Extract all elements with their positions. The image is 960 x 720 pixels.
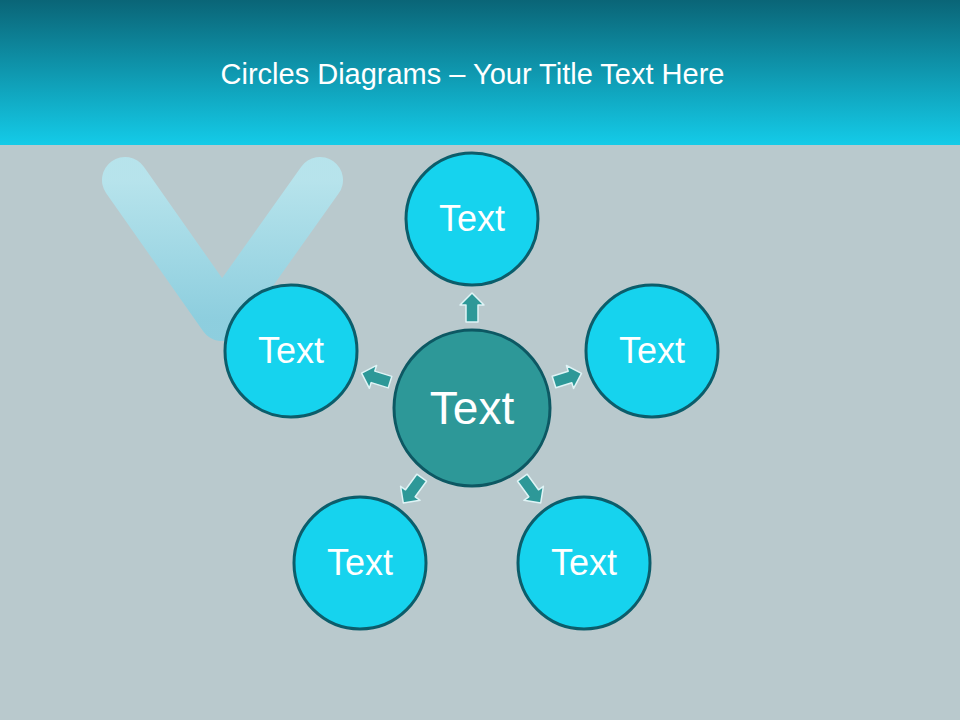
outer-circle: Text — [292, 495, 428, 631]
node-label: Text — [439, 198, 505, 239]
text-wrap: Text — [551, 542, 617, 583]
block-arrow — [552, 366, 581, 389]
circle-shape — [406, 153, 538, 285]
node-label: Text — [430, 382, 514, 435]
ground — [0, 145, 960, 720]
node-label: Text — [619, 330, 685, 371]
node-label: Text — [258, 330, 324, 371]
header-bar — [0, 0, 960, 145]
text-wrap: Text — [439, 198, 505, 239]
text-wrap: Text — [619, 330, 685, 371]
center-circle: Text — [392, 328, 552, 488]
outer-circle: Text — [584, 283, 720, 419]
block-arrow — [518, 474, 544, 503]
circle-shape — [294, 497, 426, 629]
block-arrow — [460, 293, 484, 322]
slide-title: Circles Diagrams – Your Title Text Here — [120, 52, 825, 96]
outer-circle: Text — [404, 151, 540, 287]
outer-circle: Text — [223, 283, 359, 419]
text-wrap: Text — [258, 330, 324, 371]
circle-shape — [225, 285, 357, 417]
block-arrow — [401, 474, 427, 503]
circle-shape — [518, 497, 650, 629]
outer-circle: Text — [516, 495, 652, 631]
circle-shape — [586, 285, 718, 417]
text-wrap: Text — [327, 542, 393, 583]
block-arrow — [362, 365, 392, 388]
node-label: Text — [551, 542, 617, 583]
circle-shape — [394, 330, 550, 486]
text-wrap: Text — [430, 382, 514, 435]
node-label: Text — [327, 542, 393, 583]
